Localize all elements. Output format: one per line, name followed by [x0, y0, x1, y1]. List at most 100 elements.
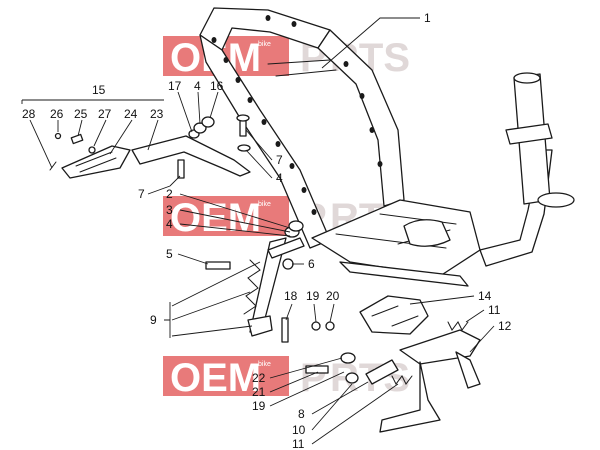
callout-22: 22	[252, 371, 266, 385]
frame-steering-cup	[537, 192, 575, 208]
leader-21	[269, 371, 319, 393]
callout-11b: 11	[292, 437, 305, 450]
leader-15	[21, 99, 164, 104]
leader-18	[285, 303, 293, 321]
leader-4b	[245, 149, 273, 179]
footrest-bolt	[177, 159, 185, 179]
stand-washer-22	[340, 352, 356, 364]
leader-7b	[245, 129, 273, 161]
leader-19a	[313, 303, 317, 323]
stand-pin-8	[365, 359, 399, 385]
side-stand-nut-6	[282, 258, 294, 270]
leader-11b	[311, 383, 399, 445]
side-stand-foot	[247, 315, 273, 337]
frame-right-spar	[317, 29, 405, 207]
callout-labels: 1 15 28 26 25 27 24 23 17 4 16 7 7 4 2 3…	[22, 11, 512, 450]
footrest-pin-small	[49, 161, 57, 171]
stand-leg	[379, 361, 441, 433]
frame-rear-bar	[339, 261, 469, 287]
leader-19b	[269, 371, 345, 407]
leader-7a	[147, 175, 181, 195]
footrest-spring	[88, 146, 96, 154]
callout-20: 20	[326, 289, 340, 303]
callout-10: 10	[292, 423, 306, 437]
callout-18: 18	[284, 289, 298, 303]
leader-3	[179, 209, 291, 233]
stand-spring-11	[447, 321, 469, 331]
leader-4a	[197, 91, 201, 125]
leader-16	[209, 91, 219, 119]
frame-down-tube	[479, 149, 553, 267]
frame-head-tube-top	[513, 72, 541, 84]
bolt-7-head	[236, 114, 250, 122]
frame-cross-member	[267, 59, 337, 77]
footrest-grip	[75, 151, 117, 173]
callout-11a: 11	[488, 303, 501, 317]
footrest-arm	[131, 135, 251, 177]
stand-ring-10	[345, 372, 359, 384]
leader-23	[147, 119, 159, 151]
leader-lines	[21, 17, 495, 445]
callout-23: 23	[150, 107, 164, 121]
side-stand-spring	[243, 259, 261, 315]
stand-spring-lower	[391, 375, 413, 385]
frame-floor-cutout	[403, 219, 451, 247]
watermark-brand-left: OEM	[170, 196, 261, 240]
footrest-pin	[70, 133, 84, 145]
leader-9c	[171, 325, 253, 337]
callout-15: 15	[92, 83, 106, 97]
stand-washer-20	[325, 321, 335, 331]
callout-3: 3	[166, 203, 173, 217]
leader-11a	[465, 309, 485, 323]
watermark-small-text: bike	[258, 201, 271, 208]
leader-22	[269, 357, 343, 379]
footrest-fasteners	[188, 114, 251, 152]
callout-8: 8	[298, 407, 305, 421]
stand-bolt-18	[281, 317, 289, 343]
watermark-small-text: bike	[258, 361, 271, 368]
side-stand-nut	[288, 220, 304, 232]
stand-bracket	[359, 295, 429, 335]
callout-4a: 4	[194, 79, 201, 93]
callout-14: 14	[478, 289, 492, 303]
side-stand-bracket	[267, 237, 305, 259]
leader-20	[329, 303, 335, 323]
watermark-brand-left: OEM	[170, 356, 261, 400]
leader-25	[77, 119, 83, 137]
stand-lever	[455, 351, 481, 389]
callout-2: 2	[166, 187, 173, 201]
leader-28	[29, 119, 53, 169]
leader-5	[177, 253, 209, 265]
callout-1: 1	[424, 11, 431, 25]
callout-4b: 4	[276, 171, 283, 185]
callout-25: 25	[74, 107, 88, 121]
leader-9a	[171, 261, 261, 307]
callout-21: 21	[252, 385, 266, 399]
nut-16	[201, 116, 215, 128]
leader-2	[179, 193, 291, 229]
leader-14	[409, 295, 475, 305]
callout-4c: 4	[166, 217, 173, 231]
frame-left-spar	[199, 34, 331, 249]
center-stand	[281, 295, 481, 433]
footrest-ball	[54, 132, 62, 140]
callout-6: 6	[308, 257, 315, 271]
frame-holes	[211, 15, 383, 215]
leader-17	[177, 91, 193, 133]
callout-16: 16	[210, 79, 224, 93]
side-stand	[205, 220, 305, 337]
bolt-7-top	[239, 119, 247, 137]
watermark-bottom: OEM bike P RTS	[163, 356, 410, 400]
callout-19a: 19	[306, 289, 320, 303]
callout-7b: 7	[276, 153, 283, 167]
side-stand-bolt	[205, 261, 231, 270]
stand-bolt-21	[305, 365, 329, 374]
stand-bracket-detail	[371, 305, 419, 327]
leader-1	[321, 17, 420, 69]
callout-5: 5	[166, 247, 173, 261]
footrest-pad	[61, 145, 131, 179]
callout-19b: 19	[252, 399, 266, 413]
footrest-assembly	[49, 132, 251, 179]
